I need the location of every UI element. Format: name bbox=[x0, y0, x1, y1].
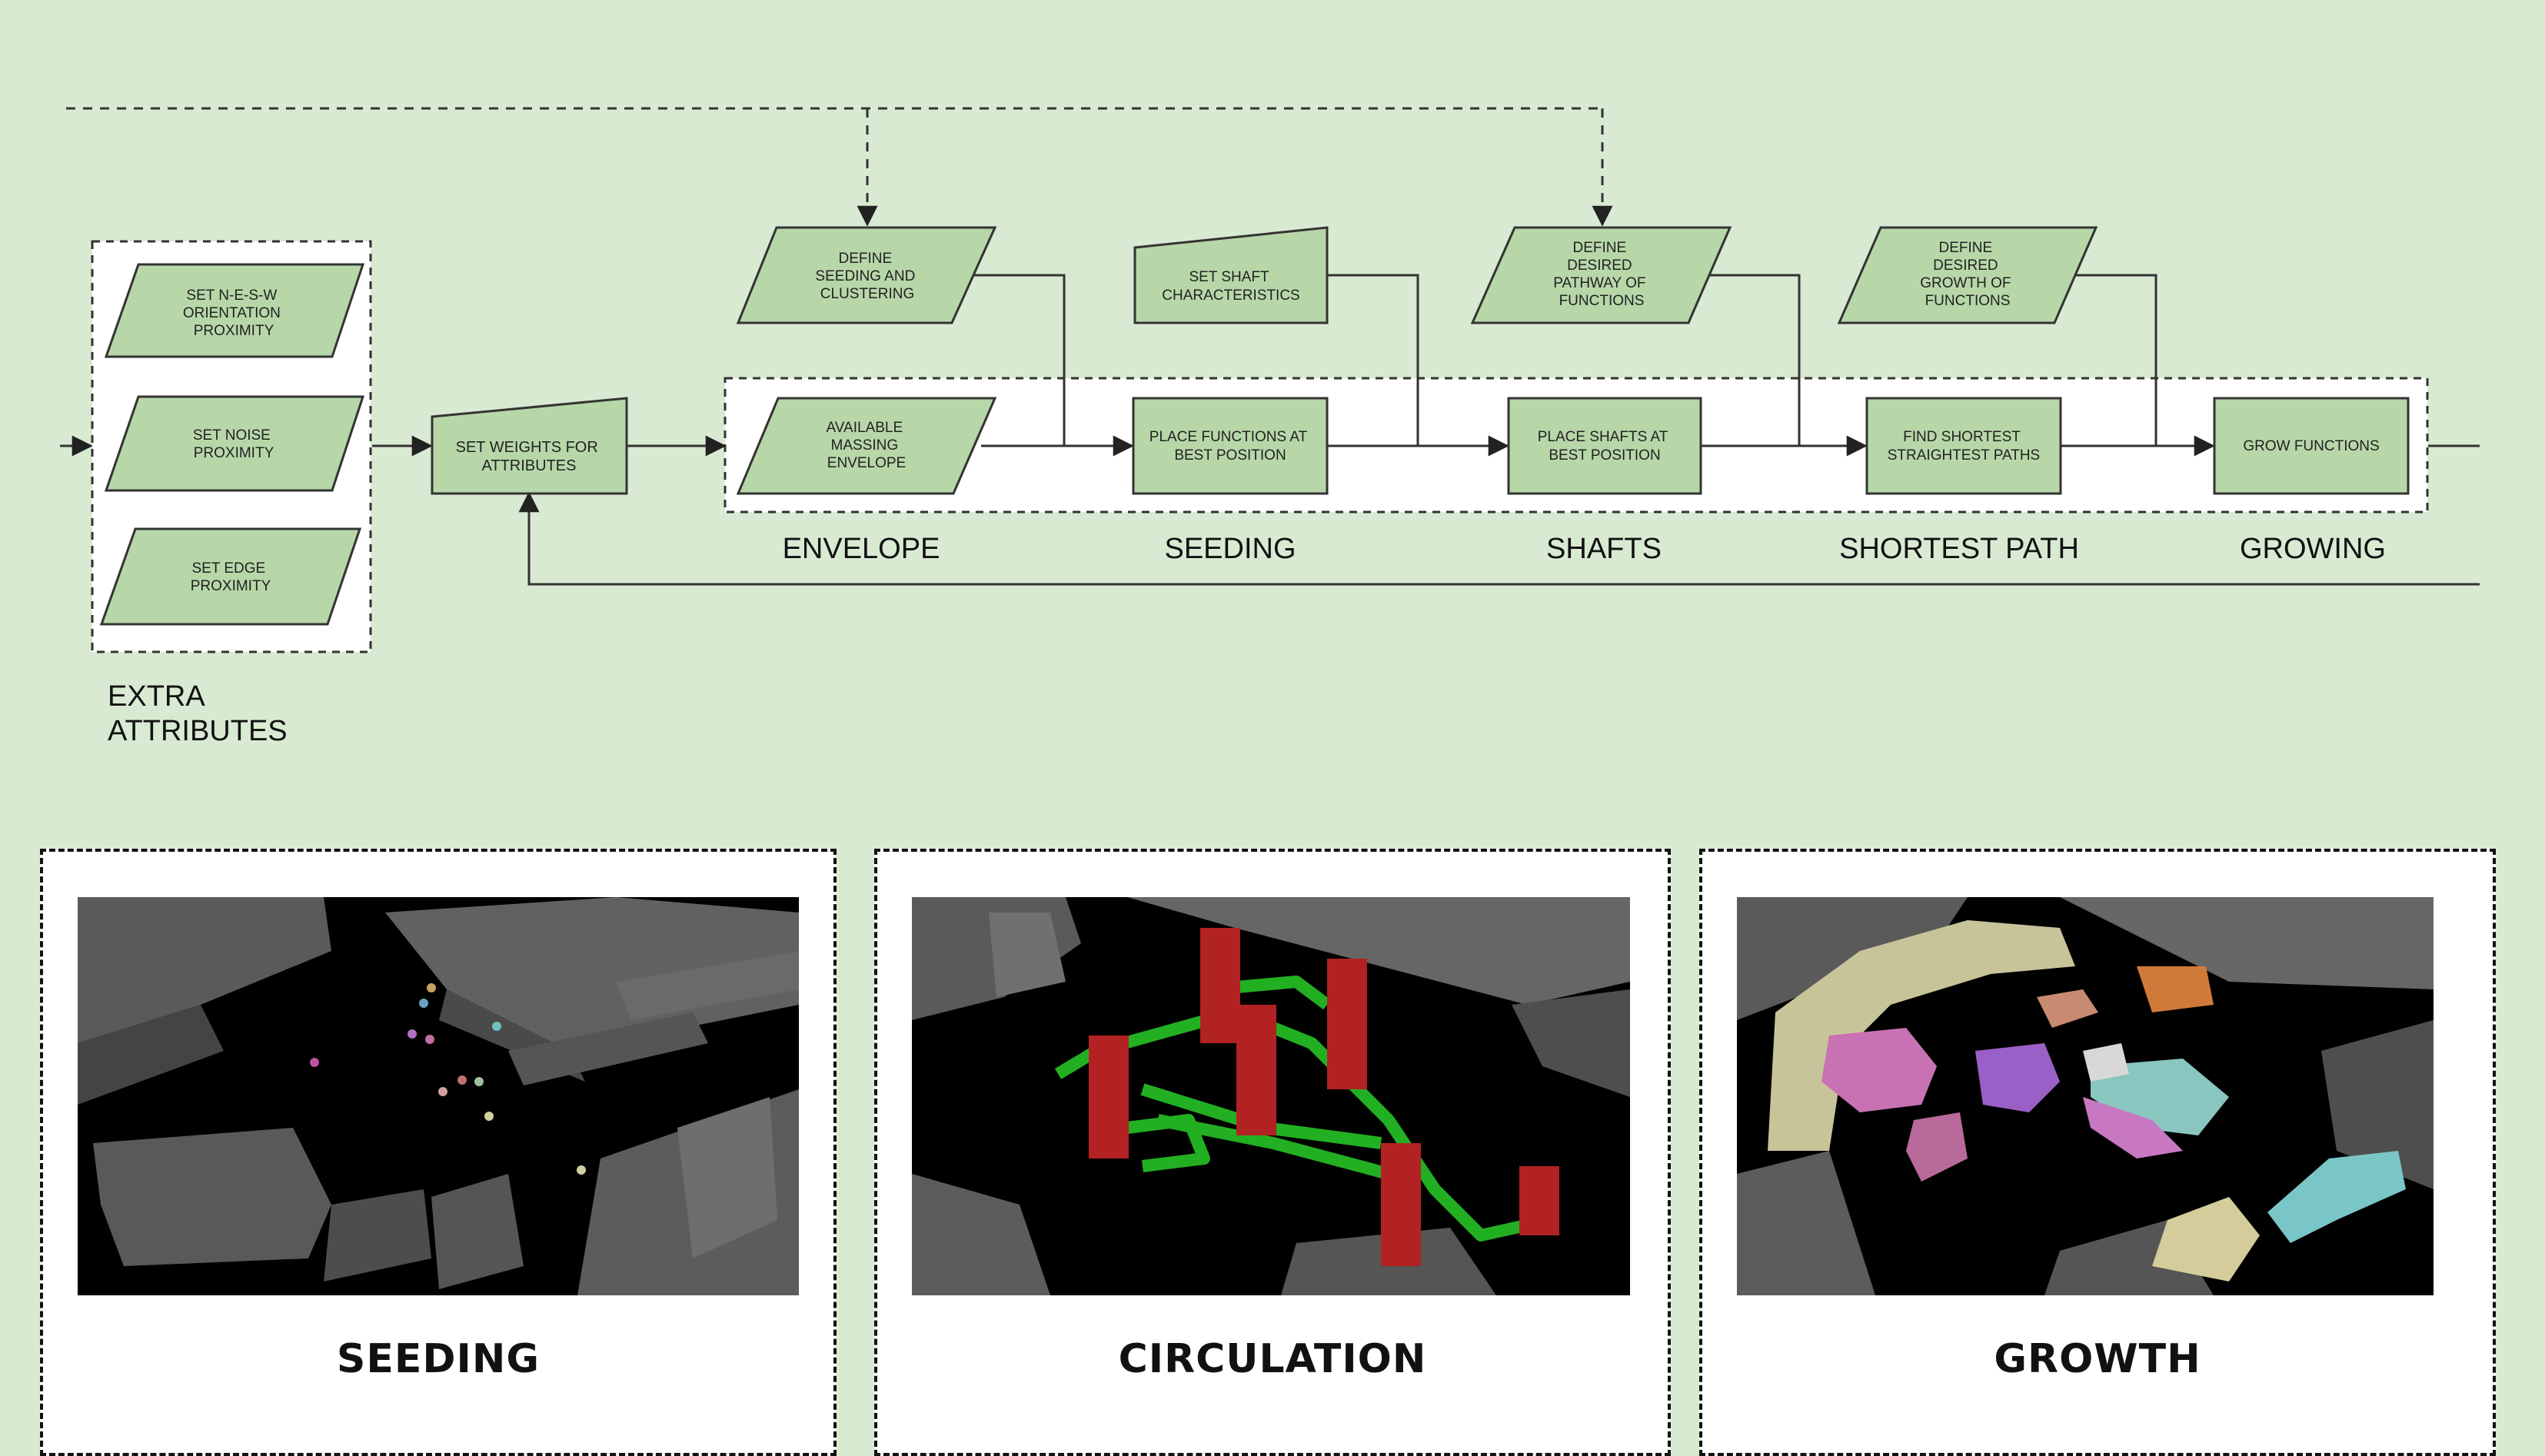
extra-attributes-line-1: EXTRA bbox=[108, 680, 205, 713]
place-functions-line-1: PLACE FUNCTIONS AT bbox=[1149, 429, 1308, 445]
stage-shafts: SHAFTS bbox=[1546, 533, 1662, 565]
svg-text:DEFINE SEEDING AND: DEFINE SEEDING AND CLUSTERING bbox=[815, 251, 919, 302]
svg-text:SET SHAFT CHARACTERISTIC: SET SHAFT CHARACTERISTICS bbox=[1162, 269, 1299, 304]
set-orientation-line-3: PROXIMITY bbox=[194, 323, 274, 339]
growth-render bbox=[1737, 897, 2434, 1295]
svg-text:GROW FUNCTIONS: GROW FUNCTIONS bbox=[2243, 438, 2379, 454]
circulation-panel-label: CIRCULATION bbox=[1118, 1336, 1427, 1382]
stage-shortest-path: SHORTEST PATH bbox=[1839, 533, 2079, 565]
shaft-characteristics-line-2: CHARACTERISTICS bbox=[1162, 288, 1299, 304]
place-shafts-node: PLACE SHAFTS AT BEST POSITION bbox=[1507, 397, 1702, 495]
define-growth-line-1: DEFINE bbox=[1939, 240, 1993, 256]
define-seeding-line-3: CLUSTERING bbox=[820, 286, 914, 302]
svg-text:SET N-E-S-W ORIENTATION: SET N-E-S-W ORIENTATION PROXIMITY bbox=[183, 288, 284, 339]
define-pathway-line-4: FUNCTIONS bbox=[1559, 293, 1645, 309]
massing-line-3: ENVELOPE bbox=[827, 455, 906, 471]
place-functions-node: PLACE FUNCTIONS AT BEST POSITION bbox=[1132, 397, 1329, 495]
seeding-render bbox=[78, 897, 799, 1295]
svg-text:AVAILABLE MASSING: AVAILABLE MASSING ENVELOPE bbox=[827, 420, 907, 471]
define-seeding-line-2: SEEDING AND bbox=[815, 268, 915, 284]
svg-text:SET EDGE PROXIMITY: SET EDGE PROXIMITY bbox=[191, 560, 271, 594]
shortest-paths-node: FIND SHORTEST STRAIGHTEST PATHS bbox=[1865, 397, 2062, 495]
stage-labels: ENVELOPE SEEDING SHAFTS SHORTEST PATH GR… bbox=[783, 533, 2386, 565]
define-growth-line-4: FUNCTIONS bbox=[1925, 293, 2011, 309]
seeding-panel: SEEDING bbox=[40, 849, 837, 1456]
stage-seeding: SEEDING bbox=[1164, 533, 1296, 565]
set-orientation-line-2: ORIENTATION bbox=[183, 305, 281, 321]
define-growth-node: DEFINE DESIRED GROWTH OF FUNCTIONS bbox=[1837, 226, 2098, 324]
set-noise-line-1: SET NOISE bbox=[193, 427, 271, 444]
svg-text:FIND SHORTEST STRAIGHTES: FIND SHORTEST STRAIGHTEST PATHS bbox=[1888, 429, 2040, 464]
place-shafts-line-2: BEST POSITION bbox=[1549, 447, 1660, 464]
set-orientation-node: SET N-E-S-W ORIENTATION PROXIMITY bbox=[104, 263, 365, 358]
define-pathway-node: DEFINE DESIRED PATHWAY OF FUNCTIONS bbox=[1470, 226, 1732, 324]
define-growth-line-2: DESIRED bbox=[1933, 258, 1998, 274]
set-noise-line-2: PROXIMITY bbox=[194, 445, 274, 461]
circulation-panel: CIRCULATION bbox=[874, 849, 1671, 1456]
shaft-characteristics-line-1: SET SHAFT bbox=[1189, 269, 1269, 285]
set-edge-line-1: SET EDGE bbox=[191, 560, 265, 577]
define-pathway-line-2: DESIRED bbox=[1567, 258, 1632, 274]
svg-text:DEFINE DESIRED PAT: DEFINE DESIRED PATHWAY OF FUNCTIONS bbox=[1553, 240, 1650, 309]
svg-text:DEFINE DESIRED GRO: DEFINE DESIRED GROWTH OF FUNCTIONS bbox=[1920, 240, 2014, 309]
shortest-paths-line-1: FIND SHORTEST bbox=[1903, 429, 2021, 445]
stage-growing: GROWING bbox=[2240, 533, 2386, 565]
massing-line-2: MASSING bbox=[831, 437, 899, 454]
process-flowchart: SET N-E-S-W ORIENTATION PROXIMITY SET NO… bbox=[60, 107, 2480, 747]
set-weights-node: SET WEIGHTS FOR ATTRIBUTES bbox=[431, 397, 628, 495]
stage-envelope: ENVELOPE bbox=[783, 533, 940, 565]
massing-envelope-node: AVAILABLE MASSING ENVELOPE bbox=[736, 397, 997, 495]
growth-panel-label: GROWTH bbox=[1994, 1336, 2201, 1382]
seeding-panel-label: SEEDING bbox=[336, 1336, 541, 1382]
circulation-render bbox=[912, 897, 1630, 1295]
grow-functions-line-1: GROW FUNCTIONS bbox=[2243, 438, 2379, 454]
grow-functions-node: GROW FUNCTIONS bbox=[2213, 397, 2410, 495]
define-pathway-line-1: DEFINE bbox=[1573, 240, 1627, 256]
feedback-top-connector bbox=[66, 107, 1613, 227]
define-seeding-node: DEFINE SEEDING AND CLUSTERING bbox=[736, 226, 997, 324]
define-seeding-line-1: DEFINE bbox=[839, 251, 893, 267]
set-edge-line-2: PROXIMITY bbox=[191, 578, 271, 594]
set-weights-line-1: SET WEIGHTS FOR bbox=[456, 439, 598, 456]
extra-attributes-line-2: ATTRIBUTES bbox=[108, 715, 288, 747]
place-functions-line-2: BEST POSITION bbox=[1174, 447, 1286, 464]
define-pathway-line-3: PATHWAY OF bbox=[1553, 275, 1645, 291]
svg-text:PLACE FUNCTIONS AT BEST: PLACE FUNCTIONS AT BEST POSITION bbox=[1149, 429, 1311, 464]
svg-text:SET WEIGHTS FOR ATTRIBUT: SET WEIGHTS FOR ATTRIBUTES bbox=[456, 439, 603, 474]
place-shafts-line-1: PLACE SHAFTS AT bbox=[1538, 429, 1668, 445]
flow-connectors bbox=[60, 274, 2480, 586]
growth-panel: GROWTH bbox=[1699, 849, 2496, 1456]
set-weights-line-2: ATTRIBUTES bbox=[482, 457, 577, 474]
shaft-characteristics-node: SET SHAFT CHARACTERISTICS bbox=[1133, 226, 1329, 324]
extra-attributes-label: EXTRA ATTRIBUTES bbox=[108, 680, 288, 747]
massing-line-1: AVAILABLE bbox=[827, 420, 903, 436]
set-orientation-line-1: SET N-E-S-W bbox=[186, 288, 277, 304]
svg-text:SET NOISE PROXIMITY: SET NOISE PROXIMITY bbox=[193, 427, 274, 461]
svg-text:PLACE SHAFTS AT BEST POS: PLACE SHAFTS AT BEST POSITION bbox=[1538, 429, 1672, 464]
set-edge-node: SET EDGE PROXIMITY bbox=[99, 527, 362, 626]
set-noise-node: SET NOISE PROXIMITY bbox=[104, 395, 365, 492]
shortest-paths-line-2: STRAIGHTEST PATHS bbox=[1888, 447, 2040, 464]
define-growth-line-3: GROWTH OF bbox=[1920, 275, 2011, 291]
